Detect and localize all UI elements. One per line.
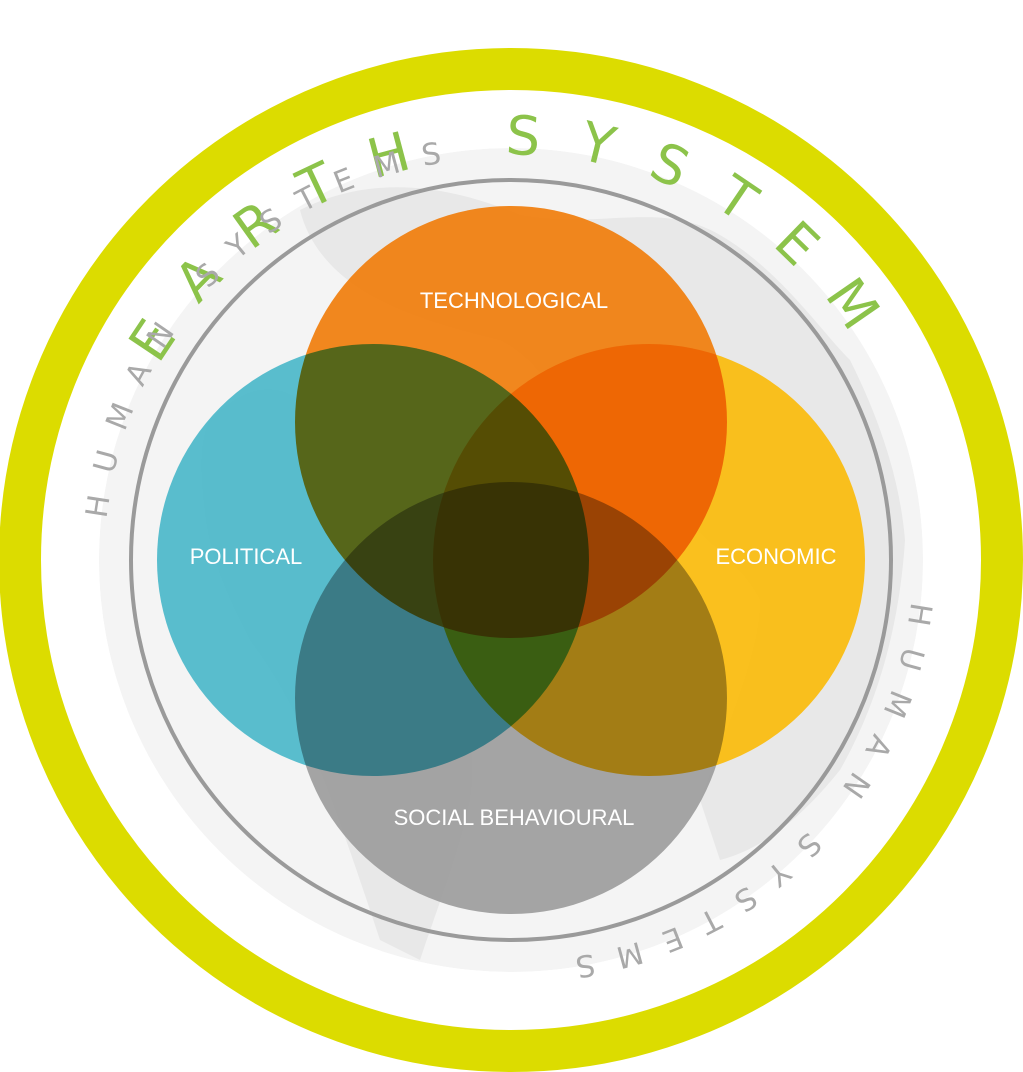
outer-ring [0,48,1023,1072]
inner-ring [129,178,893,942]
political-label: POLITICAL [190,544,302,569]
technological-label: TECHNOLOGICAL [420,288,608,313]
venn-circles [157,206,865,914]
social-behavioural-label: SOCIAL BEHAVIOURAL [394,805,635,830]
political-circle [157,344,589,776]
economic-label: ECONOMIC [716,544,837,569]
